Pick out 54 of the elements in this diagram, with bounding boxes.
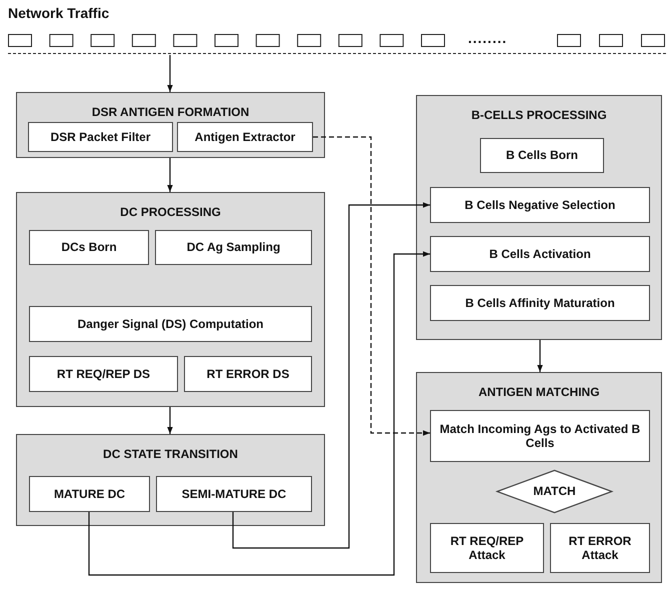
arrow (313, 136, 430, 436)
box-label: Antigen Extractor (194, 130, 296, 144)
decision-diamond (496, 470, 613, 513)
arrow (232, 202, 430, 549)
arrow (88, 251, 430, 576)
process-box (430, 410, 650, 462)
process-box (29, 306, 312, 342)
diagram-title: Network Traffic (8, 5, 110, 21)
process-box (430, 187, 650, 223)
arrow (167, 55, 173, 92)
packet-stream-drawing (8, 33, 667, 55)
group-heading: ANTIGEN MATCHING (478, 385, 600, 400)
group-panel (16, 434, 325, 526)
ellipsis-text: ........ (468, 30, 508, 46)
box-label: B Cells Negative Selection (464, 198, 616, 212)
process-box (184, 356, 312, 392)
arrow (167, 407, 173, 434)
group-heading: DC PROCESSING (120, 205, 221, 220)
box-label: RT REQ/REP Attack (449, 534, 525, 562)
process-box (430, 523, 544, 573)
box-label: B Cells Affinity Maturation (465, 296, 615, 310)
process-box (430, 285, 650, 321)
process-box (29, 356, 178, 392)
process-box (155, 230, 312, 265)
group-panel (416, 95, 662, 340)
arrow (167, 158, 173, 192)
process-box (550, 523, 650, 573)
process-box (28, 122, 173, 152)
box-label: DCs Born (61, 240, 117, 255)
group-panel (16, 92, 325, 158)
box-label: B Cells Activation (489, 246, 591, 262)
box-label: MATURE DC (54, 486, 126, 502)
group-heading: DC STATE TRANSITION (103, 447, 238, 462)
box-label: DSR Packet Filter (50, 130, 151, 144)
process-box (430, 236, 650, 272)
arrow (537, 340, 543, 372)
box-label: SEMI-MATURE DC (182, 486, 286, 502)
group-panel (416, 372, 662, 583)
box-label: B Cells Born (506, 148, 578, 163)
box-label: RT ERROR Attack (568, 534, 632, 562)
box-label: Danger Signal (DS) Computation (78, 316, 264, 332)
box-label: RT ERROR DS (206, 366, 290, 382)
process-box (177, 122, 313, 152)
group-heading: DSR ANTIGEN FORMATION (92, 105, 250, 120)
process-box (29, 230, 149, 265)
box-label: Match Incoming Ags to Activated B Cells (438, 422, 642, 450)
box-label: RT REQ/REP DS (56, 366, 150, 382)
process-box (480, 138, 604, 173)
group-panel (16, 192, 325, 407)
process-box (156, 476, 312, 512)
group-heading: B-CELLS PROCESSING (471, 108, 607, 122)
process-box (29, 476, 150, 512)
box-label: MATCH (533, 484, 576, 499)
box-label: DC Ag Sampling (186, 240, 280, 255)
